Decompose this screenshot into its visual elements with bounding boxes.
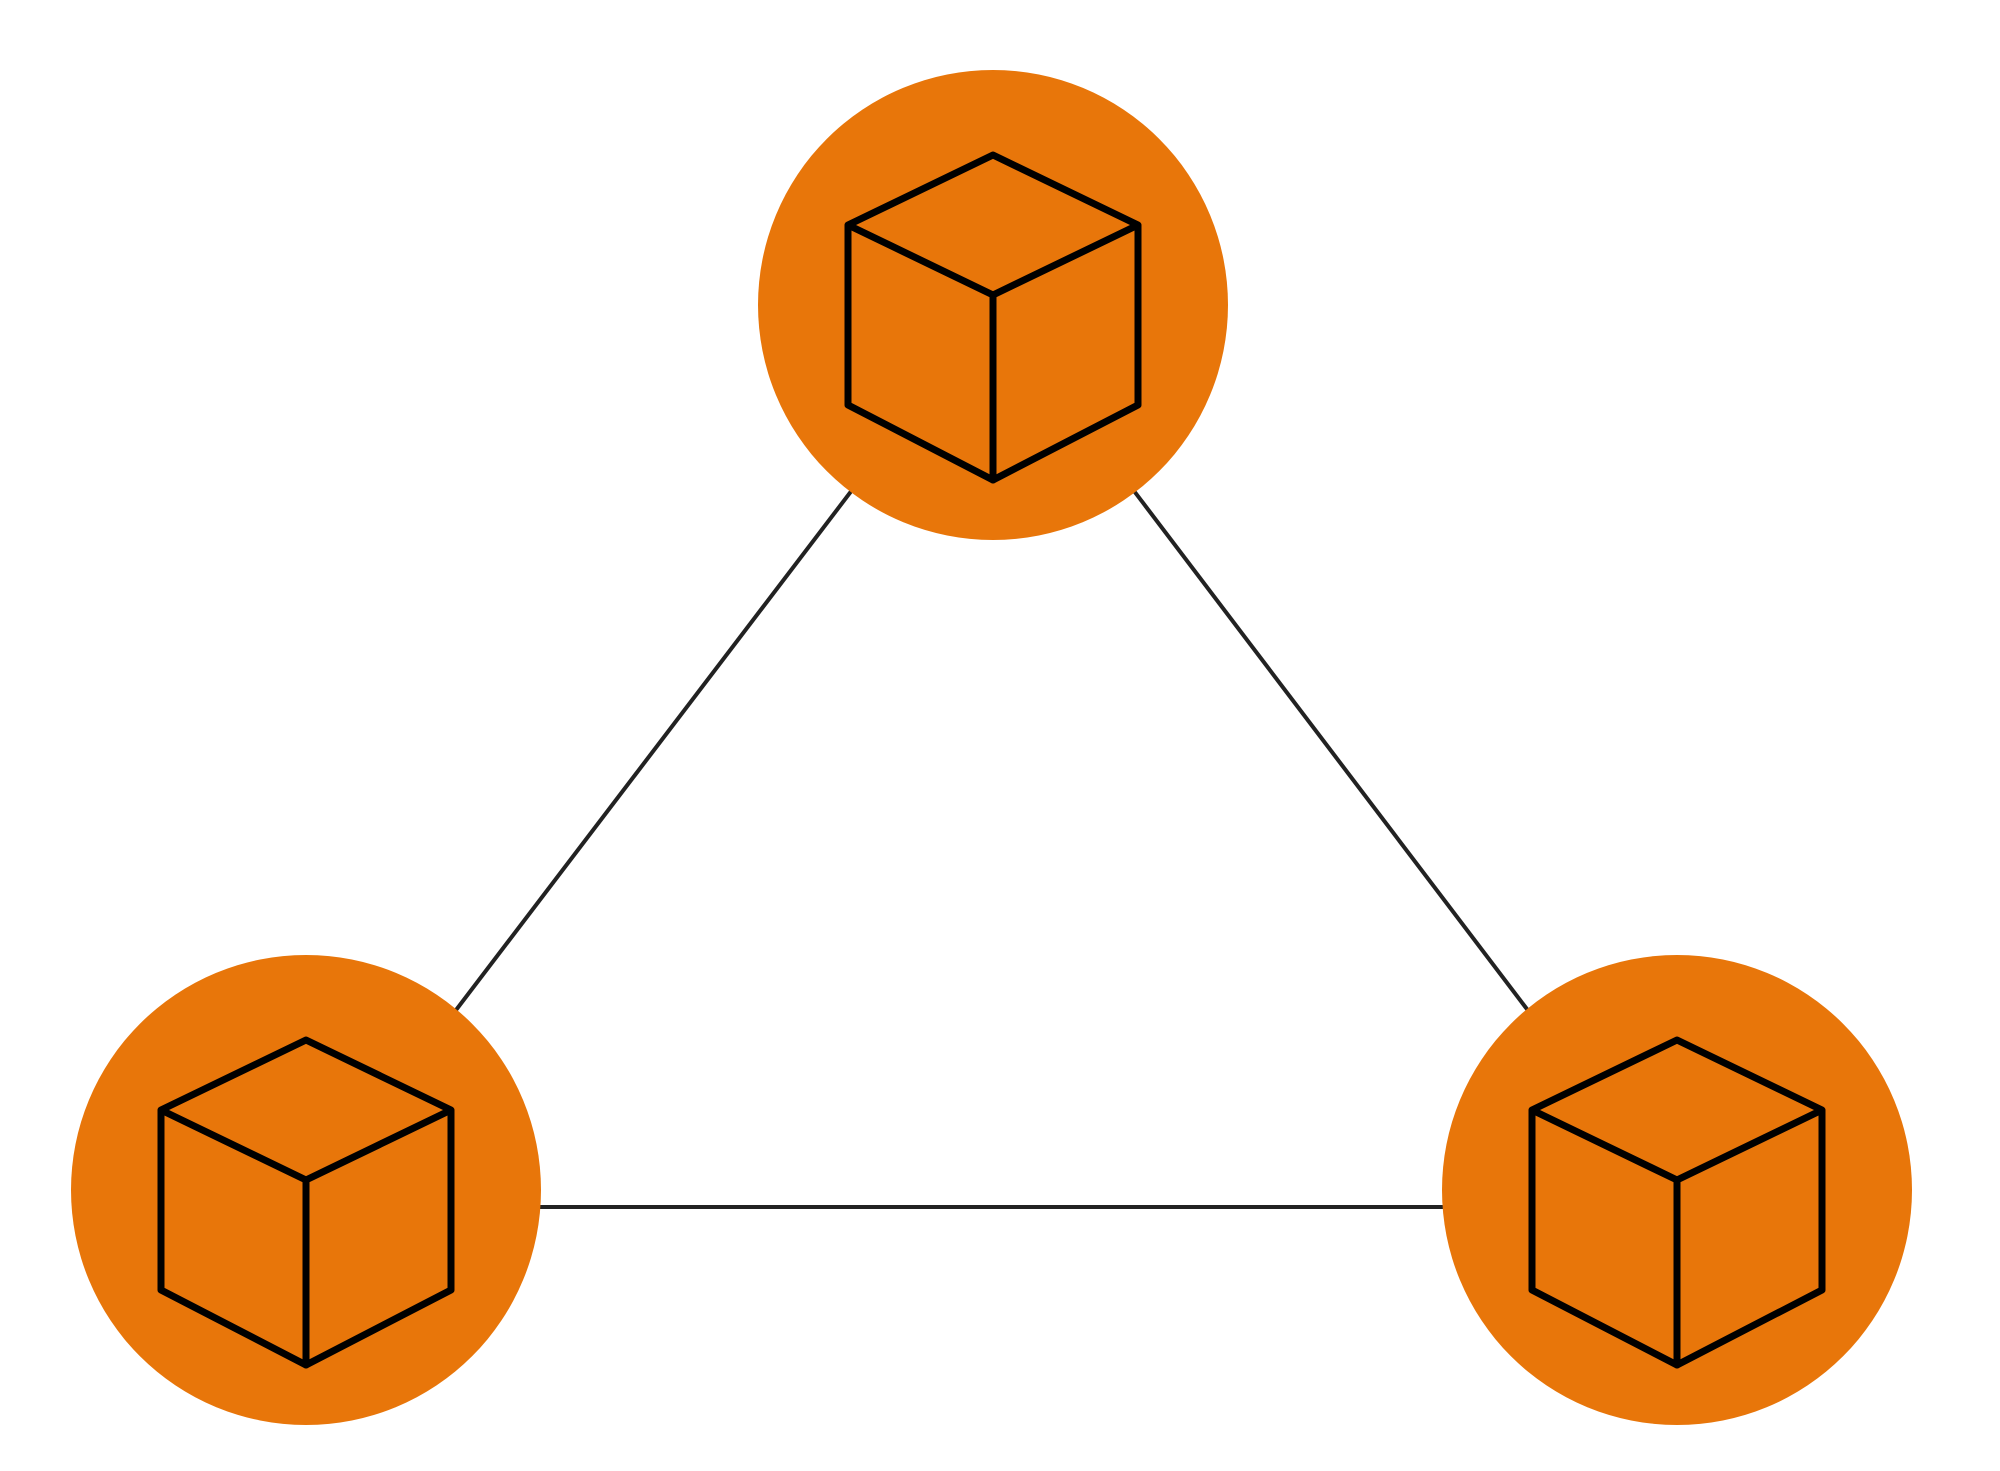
node-bottom-left[interactable] (71, 955, 541, 1425)
node-bottom-right[interactable] (1442, 955, 1912, 1425)
node-top[interactable] (758, 70, 1228, 540)
